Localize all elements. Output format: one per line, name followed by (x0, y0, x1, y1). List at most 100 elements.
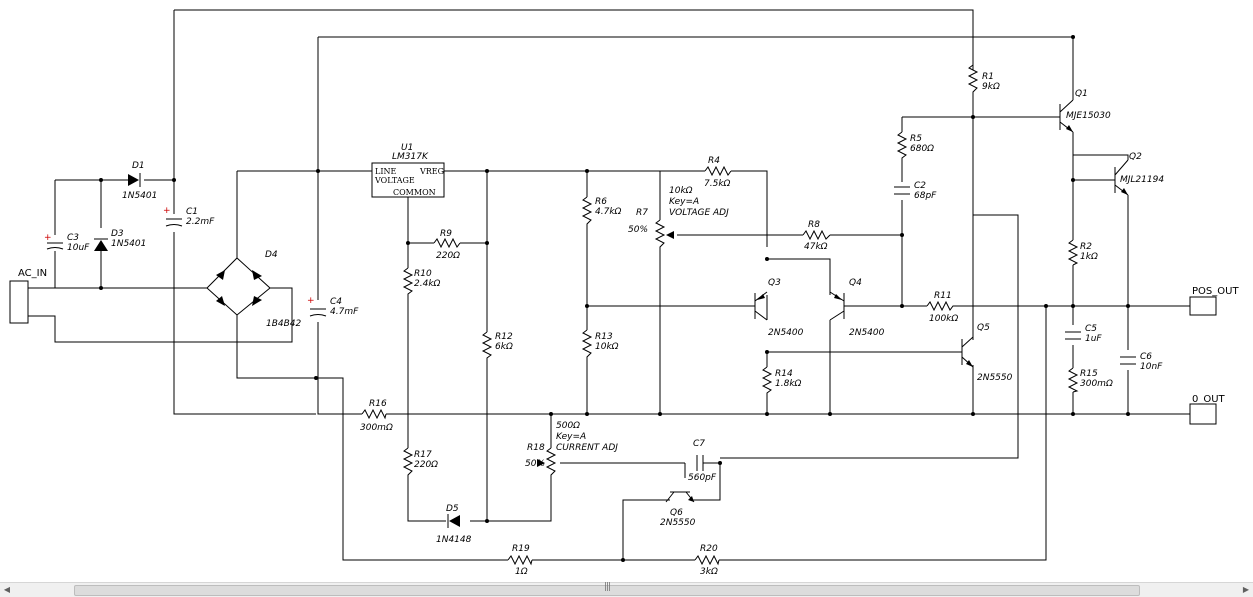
r10-value: 2.4kΩ (414, 279, 441, 289)
r18-label: CURRENT ADJ (556, 443, 618, 453)
d4-value: 1B4B42 (266, 319, 302, 329)
resistor-r10[interactable]: R10 2.4kΩ (402, 267, 441, 298)
r18-ref: R18 (527, 443, 545, 453)
ac-in-label: AC_IN (18, 268, 47, 279)
r11-value: 100kΩ (929, 314, 958, 324)
u1-pin-vreg: VREG (419, 167, 444, 176)
transistor-q3[interactable]: Q3 2N5400 (754, 278, 804, 338)
capacitor-c4[interactable]: + C4 4.7mF (307, 296, 359, 317)
q3-value: 2N5400 (768, 328, 804, 338)
regulator-u1[interactable]: U1 LM317K LINE VOLTAGE VREG COMMON (371, 143, 445, 198)
resistor-r14[interactable]: R14 1.8kΩ (761, 366, 802, 395)
r7-setting: 50% (628, 225, 648, 235)
r12-value: 6kΩ (495, 342, 513, 352)
q1-value: MJE15030 (1066, 111, 1111, 121)
transistor-q5[interactable]: Q5 2N5550 (961, 323, 1013, 383)
r7-key: Key=A (669, 197, 699, 207)
potentiometer-r18[interactable]: 500Ω Key=A CURRENT ADJ R18 50% (525, 421, 618, 478)
bridge-d4[interactable]: D4 1B4B42 (206, 250, 302, 329)
q3-ref: Q3 (768, 278, 781, 288)
d4-ref: D4 (265, 250, 278, 260)
capacitor-c5[interactable]: C5 1uF (1065, 324, 1102, 344)
resistor-r12[interactable]: R12 6kΩ (481, 331, 513, 365)
scroll-right-icon[interactable]: ▶ (1242, 585, 1250, 594)
r19-ref: R19 (512, 544, 530, 554)
scroll-left-icon[interactable]: ◀ (3, 585, 11, 594)
r14-ref: R14 (775, 369, 793, 379)
transistor-q4[interactable]: Q4 2N5400 (829, 278, 885, 338)
scroll-grip-icon: ||| (603, 582, 611, 592)
resistor-r2[interactable]: R2 1kΩ (1067, 239, 1098, 266)
r1-ref: R1 (982, 72, 994, 82)
ac-in-connector[interactable]: AC_IN (9, 268, 47, 324)
zero-out-label: 0_OUT (1192, 394, 1226, 405)
resistor-r19[interactable]: R19 1Ω (507, 544, 533, 577)
u1-value: LM317K (392, 152, 429, 162)
capacitor-c7[interactable]: C7 560pF (688, 439, 717, 483)
resistor-r9[interactable]: R9 220Ω (433, 229, 461, 261)
horizontal-scrollbar[interactable]: ◀ ||| ▶ (0, 582, 1253, 597)
d5-ref: D5 (446, 504, 459, 514)
q5-value: 2N5550 (977, 373, 1013, 383)
resistor-r8[interactable]: R8 47kΩ (802, 220, 831, 252)
capacitor-c6[interactable]: C6 10nF (1120, 352, 1163, 372)
resistor-r20[interactable]: R20 3kΩ (694, 544, 720, 577)
diode-d3[interactable]: D3 1N5401 (94, 229, 146, 251)
zero-out-connector[interactable]: 0_OUT (1189, 394, 1226, 425)
schematic-canvas[interactable]: AC_IN POS_OUT 0_OUT D1 1N5401 D3 1N5401 … (0, 0, 1253, 580)
c4-polarity: + (307, 296, 315, 306)
r16-ref: R16 (369, 399, 387, 409)
transistor-q1[interactable]: Q1 MJE15030 (1059, 89, 1111, 133)
q4-value: 2N5400 (849, 328, 885, 338)
c7-value: 560pF (688, 473, 717, 483)
r8-value: 47kΩ (804, 242, 828, 252)
r7-value: 10kΩ (669, 186, 693, 196)
r1-value: 9kΩ (982, 82, 1000, 92)
r15-ref: R15 (1080, 369, 1098, 379)
capacitor-c3[interactable]: + C3 10uF (44, 233, 90, 253)
q6-value: 2N5550 (660, 518, 696, 528)
r2-ref: R2 (1080, 242, 1092, 252)
r5-ref: R5 (910, 134, 922, 144)
resistor-r6[interactable]: R6 4.7kΩ (581, 196, 622, 227)
resistor-r16[interactable]: R16 300mΩ (360, 399, 393, 433)
potentiometer-r7[interactable]: 10kΩ Key=A VOLTAGE ADJ R7 50% (628, 186, 729, 250)
resistor-r11[interactable]: R11 100kΩ (926, 291, 958, 324)
resistor-r15[interactable]: R15 300mΩ (1067, 367, 1113, 393)
d3-value: 1N5401 (111, 239, 146, 249)
r20-value: 3kΩ (700, 567, 718, 577)
r18-value: 500Ω (556, 421, 580, 431)
r6-ref: R6 (595, 197, 607, 207)
resistor-r1[interactable]: R1 9kΩ (967, 64, 1000, 97)
diode-d1[interactable]: D1 1N5401 (120, 161, 157, 201)
r6-value: 4.7kΩ (595, 207, 622, 217)
r20-ref: R20 (700, 544, 718, 554)
c4-ref: C4 (330, 297, 342, 307)
capacitor-c2[interactable]: C2 68pF (894, 181, 937, 201)
r7-label: VOLTAGE ADJ (669, 208, 729, 218)
transistor-q2[interactable]: Q2 MJL21194 (1114, 152, 1164, 196)
u1-pin-voltage: VOLTAGE (374, 176, 415, 185)
diode-d5[interactable]: D5 1N4148 (436, 504, 472, 545)
resistor-r13[interactable]: R13 10kΩ (581, 329, 619, 360)
r19-value: 1Ω (515, 567, 528, 577)
capacitor-c1[interactable]: + C1 2.2mF (163, 206, 215, 227)
c2-value: 68pF (914, 191, 937, 201)
r15-value: 300mΩ (1080, 379, 1113, 389)
resistor-r5[interactable]: R5 680Ω (896, 131, 934, 160)
u1-pin-line: LINE (375, 167, 396, 176)
transistor-q6[interactable]: Q6 2N5550 (660, 491, 696, 528)
r17-ref: R17 (414, 450, 432, 460)
resistor-r17[interactable]: R17 220Ω (402, 447, 438, 478)
pos-out-connector[interactable]: POS_OUT (1189, 286, 1239, 316)
junction-dots (99, 35, 1130, 562)
pos-out-label: POS_OUT (1192, 286, 1239, 297)
r4-value: 7.5kΩ (704, 179, 731, 189)
scroll-thumb[interactable]: ||| (74, 582, 1140, 596)
resistor-r4[interactable]: R4 7.5kΩ (704, 156, 732, 189)
r14-value: 1.8kΩ (775, 379, 802, 389)
r16-value: 300mΩ (360, 423, 393, 433)
r7-ref: R7 (636, 208, 648, 218)
c7-ref: C7 (693, 439, 705, 449)
d5-value: 1N4148 (436, 535, 472, 545)
